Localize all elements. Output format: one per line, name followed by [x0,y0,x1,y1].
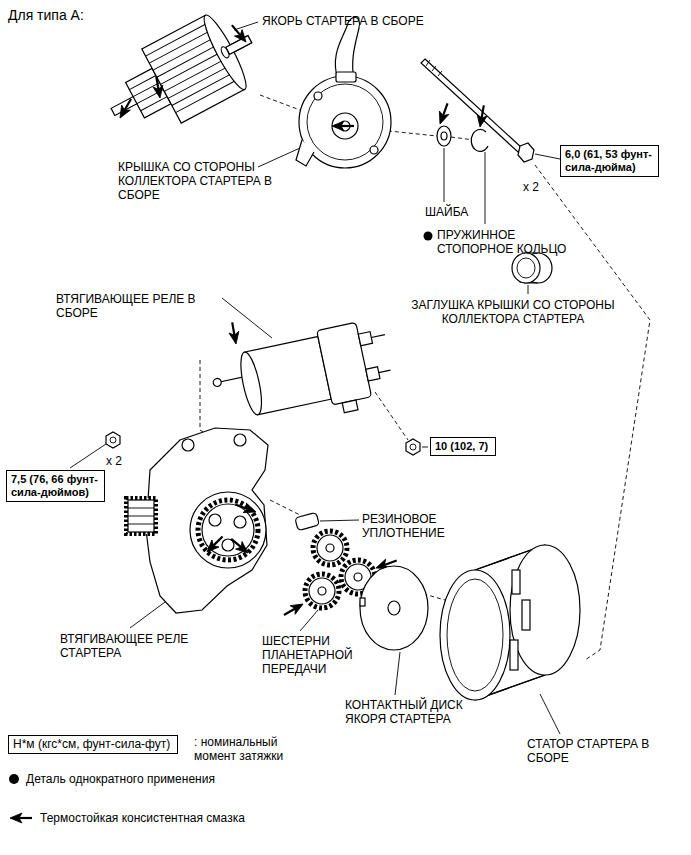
torque-box: 10 (102, 7) [430,437,496,456]
part-label: СТАТОР СТАРТЕРА В СБОРЕ [527,737,677,765]
legend-text: Деталь однократного применения [26,772,215,786]
quantity-label: x 2 [106,454,122,468]
legend-box: Н*м (кгс*см, фунт-сила-фут) [8,735,178,754]
diagram-title: Для типа А: [8,8,84,22]
seal-figure [295,512,320,530]
torque-value: 6,0 (61, 53 фунт-сила-дюйма) [565,148,654,174]
part-label: ВТЯГИВАЮЩЕЕ РЕЛЕ СТАРТЕРА [60,632,210,660]
washer-figure [437,126,451,146]
part-label: : номинальный момент затяжки [194,735,299,763]
end-cap-figure [512,253,552,283]
part-label: КОНТАКТНЫЙ ДИСК ЯКОРЯ СТАРТЕРА [345,698,485,726]
part-label: ЗАГЛУШКА КРЫШКИ СО СТОРОНЫ КОЛЛЕКТОРА СТ… [398,298,628,326]
legend-text: Термостойкая консистентная смазка [40,811,245,825]
through-bolt-figure [421,59,534,162]
single-use-dot [424,232,433,241]
part-label: ШЕСТЕРНИ ПЛАНЕТАРНОЙ ПЕРЕДАЧИ [262,634,368,676]
quantity-label: x 2 [523,180,539,194]
housing-figure [126,428,268,613]
part-label: ВТЯГИВАЮЩЕЕ РЕЛЕ В СБОРЕ [56,292,216,320]
part-label: ПРУЖИННОЕ СТОПОРНОЕ КОЛЬЦО [437,228,577,256]
end-frame-figure [296,17,391,168]
nut-figure [106,432,120,448]
torque-box: 6,0 (61, 53 фунт-сила-дюйма) [560,145,659,177]
torque-value: 7,5 (76, 66 фунт-сила-дюймов) [11,473,100,499]
legend-arrow [10,813,32,823]
yoke-figure [440,545,580,700]
plate-figure [360,566,428,650]
torque-box: 7,5 (76, 66 фунт-сила-дюймов) [6,470,105,502]
nut-figure [406,439,420,455]
legend-entry: Деталь однократного применения [26,772,215,786]
unit-text: Н*м (кгс*см, фунт-сила-фут) [13,738,173,751]
part-label: КРЫШКА СО СТОРОНЫ КОЛЛЕКТОРА СТАРТЕРА В … [118,160,283,202]
solenoid-figure [207,317,399,438]
part-label: РЕЗИНОВОЕ УПЛОТНЕНИЕ [362,512,482,540]
torque-value: 10 (102, 7) [435,440,491,453]
legend-entry: Термостойкая консистентная смазка [40,811,245,825]
snap-ring-figure [471,129,488,151]
part-label: ШАЙБА [425,205,468,219]
legend-dot [9,774,19,784]
armature-figure [93,2,269,149]
part-label: ЯКОРЬ СТАРТЕРА В СБОРЕ [262,14,424,28]
